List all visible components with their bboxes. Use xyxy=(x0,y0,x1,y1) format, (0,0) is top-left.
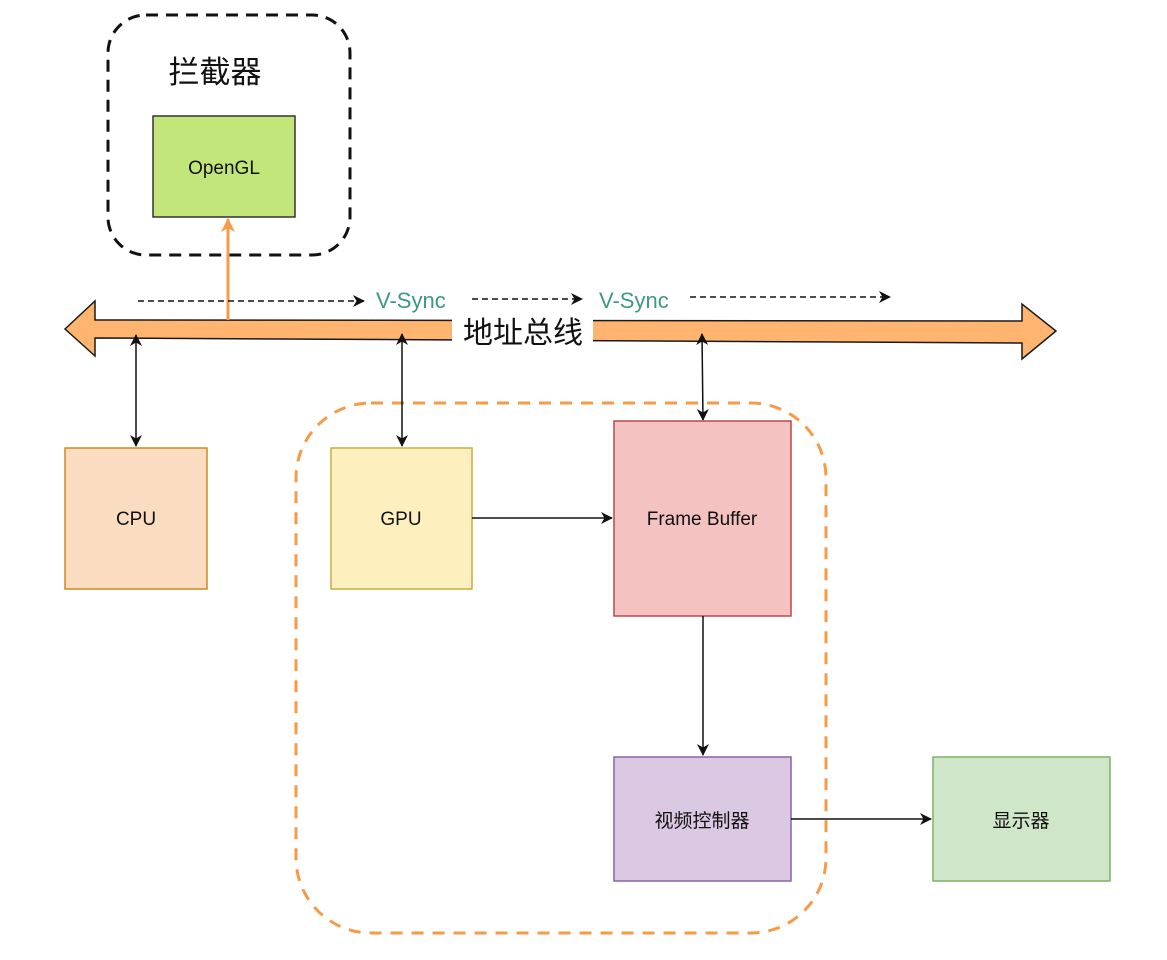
address-bus-label: 地址总线 xyxy=(463,316,583,351)
interceptor-group-border xyxy=(106,13,352,257)
node-framebuffer-box[interactable] xyxy=(613,420,792,617)
node-gpu[interactable]: GPU xyxy=(330,447,473,590)
node-cpu[interactable]: CPU xyxy=(64,447,208,590)
vsync-signals: V-Sync V-Sync xyxy=(138,288,891,313)
node-video-controller[interactable]: 视频控制器 xyxy=(613,756,792,882)
node-opengl-label: OpenGL xyxy=(188,158,260,179)
node-display[interactable]: 显示器 xyxy=(932,756,1111,882)
node-framebuffer[interactable]: Frame Buffer xyxy=(613,420,792,617)
edge-bus-framebuffer xyxy=(696,333,709,421)
vsync-label-2: V-Sync xyxy=(599,288,669,313)
node-gpu-box[interactable] xyxy=(330,447,473,590)
address-bus[interactable]: 地址总线 xyxy=(63,299,1058,361)
node-video-controller-label: 视频控制器 xyxy=(654,810,749,832)
node-opengl-box[interactable] xyxy=(152,115,296,218)
vsync-label-1: V-Sync xyxy=(376,288,446,313)
interceptor-group: 拦截器 xyxy=(106,13,352,257)
interceptor-group-title: 拦截器 xyxy=(169,55,262,91)
gpu-group-border xyxy=(294,401,828,935)
node-display-box[interactable] xyxy=(932,756,1111,882)
node-framebuffer-label: Frame Buffer xyxy=(647,509,758,530)
node-display-label: 显示器 xyxy=(992,811,1049,832)
node-cpu-label: CPU xyxy=(116,509,156,530)
node-opengl[interactable]: OpenGL xyxy=(152,115,296,218)
node-cpu-box[interactable] xyxy=(64,447,208,590)
address-bus-label-bg xyxy=(452,314,593,350)
node-gpu-label: GPU xyxy=(380,509,421,530)
